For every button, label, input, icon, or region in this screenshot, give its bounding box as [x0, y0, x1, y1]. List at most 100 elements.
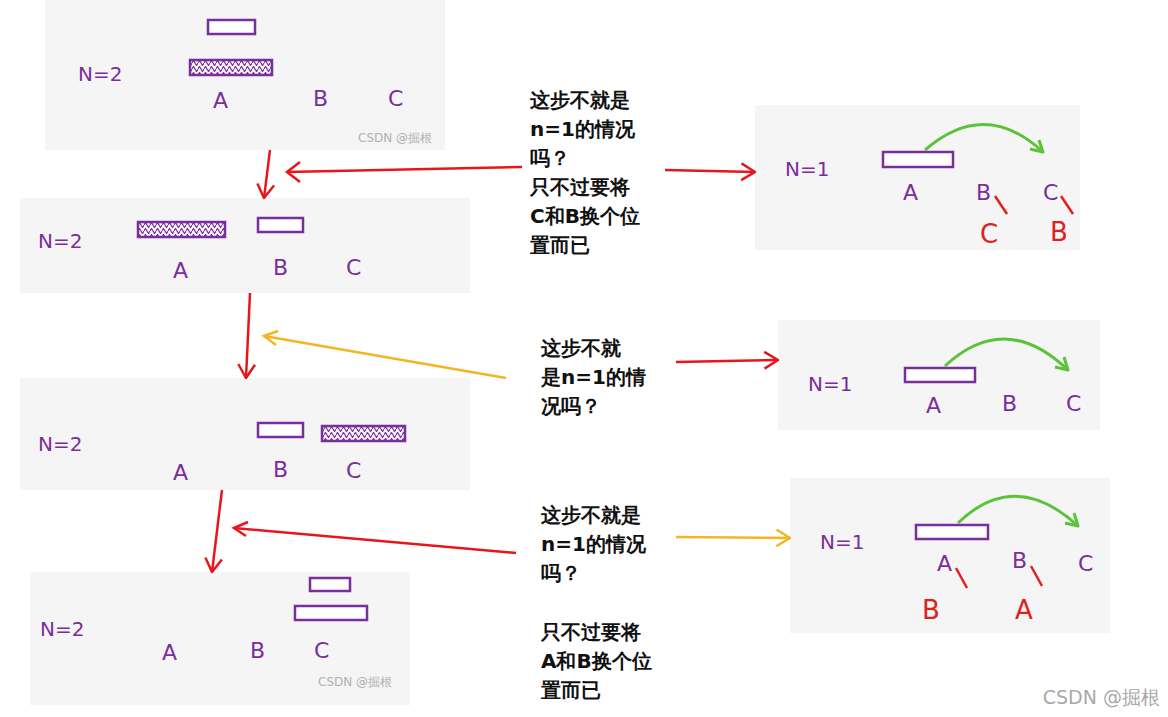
state-panel: N=2A B C CSDN @掘根: [30, 572, 410, 705]
annotation-text: 只不过要将 C和B换个位 置而已: [530, 173, 665, 260]
case-label: N=2: [78, 63, 122, 86]
annotation-text: 这步不就 是n=1的情 况吗？: [541, 334, 676, 421]
arc-head: [1055, 357, 1068, 370]
arrow-head: [205, 557, 222, 572]
peg-label: B: [273, 255, 288, 280]
peg-label: A: [213, 88, 228, 113]
leader-arrow: [264, 336, 506, 378]
case-label: N=2: [38, 230, 82, 253]
annotation-text: 只不过要将 A和B换个位 置而已: [541, 618, 676, 705]
step-arrow: [676, 352, 778, 369]
strike-mark: [1031, 566, 1042, 586]
disk: [883, 152, 953, 167]
peg-label: C: [388, 86, 403, 111]
large-disk: [190, 60, 272, 75]
arrow-head: [238, 364, 255, 378]
watermark: CSDN @掘根: [1043, 685, 1160, 711]
note-block: 这步不就 是n=1的情 况吗？: [541, 334, 676, 421]
large-disk: [295, 606, 367, 620]
arrow-head: [741, 163, 755, 180]
arrow-shaft: [676, 537, 790, 538]
peg-label: B: [273, 457, 288, 482]
leader-head: [234, 522, 248, 536]
large-disk: [138, 222, 225, 237]
correction-label: B: [1050, 218, 1068, 248]
case-label: N=2: [40, 618, 84, 641]
disk: [916, 525, 988, 539]
move-arc: [958, 496, 1078, 526]
state-panel: N=1ABCBA: [790, 478, 1110, 633]
large-disk: [322, 426, 405, 441]
arc-head: [1030, 140, 1043, 152]
step-arrow: [205, 490, 222, 572]
peg-label: A: [926, 393, 941, 418]
peg-label: B: [1012, 548, 1027, 573]
correction-label: A: [1015, 596, 1033, 626]
state-panel: N=2A B C CSDN @掘根: [45, 0, 445, 150]
peg-label: C: [346, 458, 361, 483]
state-panel: N=1A B C: [778, 320, 1100, 430]
annotation-text: 这步不就是 n=1的情况 吗？: [530, 86, 665, 173]
panel-ground: [778, 320, 1100, 430]
panel-ground: [755, 105, 1080, 250]
peg-label: B: [976, 180, 991, 205]
move-arc: [945, 339, 1068, 370]
peg-label: B: [1002, 391, 1017, 416]
arrow-head: [257, 183, 274, 198]
case-label: N=1: [820, 531, 864, 554]
watermark: CSDN @掘根: [358, 132, 432, 146]
leader-arrow: [234, 528, 516, 553]
state-panel: N=2A B C: [20, 378, 470, 490]
case-label: N=1: [808, 373, 852, 396]
arrow-shaft: [676, 360, 778, 362]
peg-label: A: [162, 640, 177, 665]
strike-mark: [1061, 196, 1073, 214]
panel-ground: [790, 478, 1110, 633]
peg-label: C: [1078, 551, 1093, 576]
arrow-head: [776, 530, 790, 547]
peg-label: A: [903, 180, 918, 205]
leader-head: [264, 331, 278, 345]
case-label: N=1: [785, 158, 829, 181]
note-block: 这步不就是 n=1的情况 吗？ 只不过要将 A和B换个位 置而已: [541, 501, 676, 705]
peg-label: A: [173, 460, 188, 485]
leader-head: [287, 162, 300, 182]
state-panel: N=2A B C: [20, 198, 470, 293]
peg-label: C: [346, 255, 361, 280]
correction-label: B: [922, 596, 940, 626]
state-panel: N=1ABCCB: [755, 105, 1080, 250]
note-block: 这步不就是 n=1的情况 吗？只不过要将 C和B换个位 置而已: [530, 86, 665, 260]
small-disk: [258, 218, 303, 232]
peg-label: C: [314, 638, 329, 663]
arc-head: [1065, 513, 1078, 526]
panel-ground: [30, 572, 410, 705]
watermark: CSDN @掘根: [318, 676, 392, 690]
strike-mark: [995, 196, 1007, 214]
arrow-head: [764, 352, 778, 369]
step-arrow: [676, 530, 790, 547]
strike-mark: [956, 568, 967, 588]
panel-ground: [45, 0, 445, 150]
peg-label: C: [1066, 391, 1081, 416]
peg-label: B: [250, 638, 265, 663]
annotation-text: 这步不就是 n=1的情况 吗？: [541, 501, 676, 588]
small-disk: [258, 423, 303, 437]
peg-label: A: [937, 551, 952, 576]
leader-arrow: [287, 167, 522, 172]
step-arrow: [257, 150, 274, 198]
case-label: N=2: [38, 433, 82, 456]
disk: [905, 368, 975, 382]
small-disk: [208, 20, 255, 34]
move-arc: [925, 124, 1043, 152]
peg-label: C: [1043, 180, 1058, 205]
small-disk: [310, 578, 350, 591]
step-arrow: [238, 293, 255, 378]
panel-ground: [20, 198, 470, 293]
peg-label: B: [313, 86, 328, 111]
peg-label: A: [173, 258, 188, 283]
arrow-shaft: [246, 293, 250, 378]
panel-ground: [20, 378, 470, 490]
arrow-shaft: [665, 170, 755, 172]
